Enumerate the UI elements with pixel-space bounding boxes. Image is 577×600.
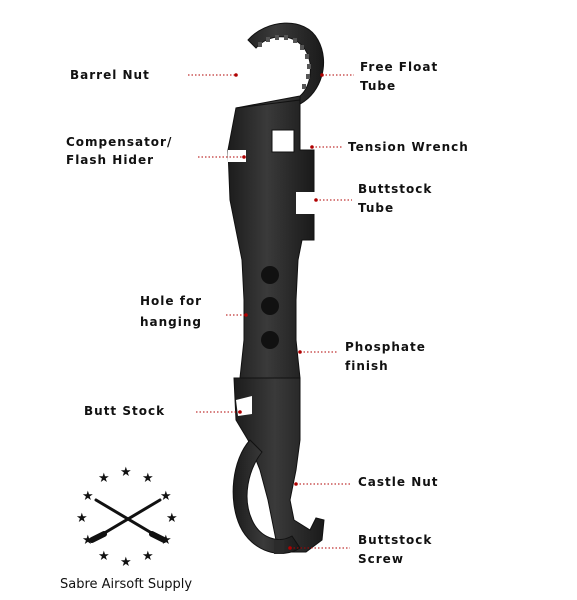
label-barrel-nut: Barrel Nut [70, 68, 150, 82]
callout-buttstock-screw: Buttstock Screw [288, 533, 432, 566]
star-icon: ★ [142, 471, 154, 486]
castle-nut-hook [232, 439, 301, 554]
wrench-tool [227, 22, 325, 554]
label-phosphate-line1: Phosphate [345, 340, 426, 354]
barrel-nut-teeth [258, 35, 311, 89]
callout-hole-hanging: Hole for hanging [140, 294, 248, 329]
star-icon: ★ [120, 555, 132, 570]
label-buttstock-tube-line2: Tube [358, 201, 394, 215]
callout-phosphate: Phosphate finish [298, 340, 426, 373]
label-free-float-line2: Tube [360, 79, 396, 93]
label-hole-hanging-line1: Hole for [140, 294, 202, 308]
callout-free-float-tube: Free Float Tube [320, 60, 438, 93]
hanging-hole-3 [261, 331, 279, 349]
label-compensator-line1: Compensator/ [66, 135, 172, 149]
star-icon: ★ [166, 511, 178, 526]
upper-body [227, 99, 315, 379]
callout-butt-stock: Butt Stock [84, 404, 242, 418]
star-icon: ★ [98, 471, 110, 486]
hanging-hole-1 [261, 266, 279, 284]
star-icon: ★ [120, 465, 132, 480]
star-icon: ★ [76, 511, 88, 526]
label-butt-stock: Butt Stock [84, 404, 165, 418]
label-free-float-line1: Free Float [360, 60, 438, 74]
lower-head [233, 377, 325, 553]
label-tension-wrench: Tension Wrench [348, 140, 469, 154]
star-icon: ★ [98, 549, 110, 564]
logo-name: Sabre Airsoft Supply [60, 577, 192, 592]
label-compensator-line2: Flash Hider [66, 153, 154, 167]
label-castle-nut: Castle Nut [358, 475, 439, 489]
label-buttstock-tube-line1: Buttstock [358, 182, 432, 196]
sabre-logo: ★ ★ ★ ★ ★ ★ ★ ★ ★ ★ ★ ★ Sabre Airsoft Su… [60, 465, 192, 592]
callout-compensator: Compensator/ Flash Hider [66, 135, 246, 167]
callout-tension-wrench: Tension Wrench [310, 140, 469, 154]
callout-barrel-nut: Barrel Nut [70, 68, 238, 82]
callouts: Barrel Nut Free Float Tube Compensator/ … [66, 60, 469, 566]
star-icon: ★ [82, 533, 94, 548]
label-buttstock-screw-line1: Buttstock [358, 533, 432, 547]
star-icon: ★ [82, 489, 94, 504]
label-phosphate-line2: finish [345, 359, 389, 373]
tension-wrench-square [271, 129, 295, 153]
callout-buttstock-tube: Buttstock Tube [314, 182, 432, 215]
crossed-rifles-icon [89, 498, 167, 543]
star-icon: ★ [142, 549, 154, 564]
star-icon: ★ [160, 489, 172, 504]
callout-castle-nut: Castle Nut [294, 475, 438, 489]
buttstock-tube-notch [296, 192, 316, 214]
label-hole-hanging-line2: hanging [140, 315, 202, 329]
hanging-hole-2 [261, 297, 279, 315]
buttstock-screw-tip [274, 540, 284, 554]
label-buttstock-screw-line2: Screw [358, 552, 404, 566]
compensator-notch [228, 150, 246, 162]
